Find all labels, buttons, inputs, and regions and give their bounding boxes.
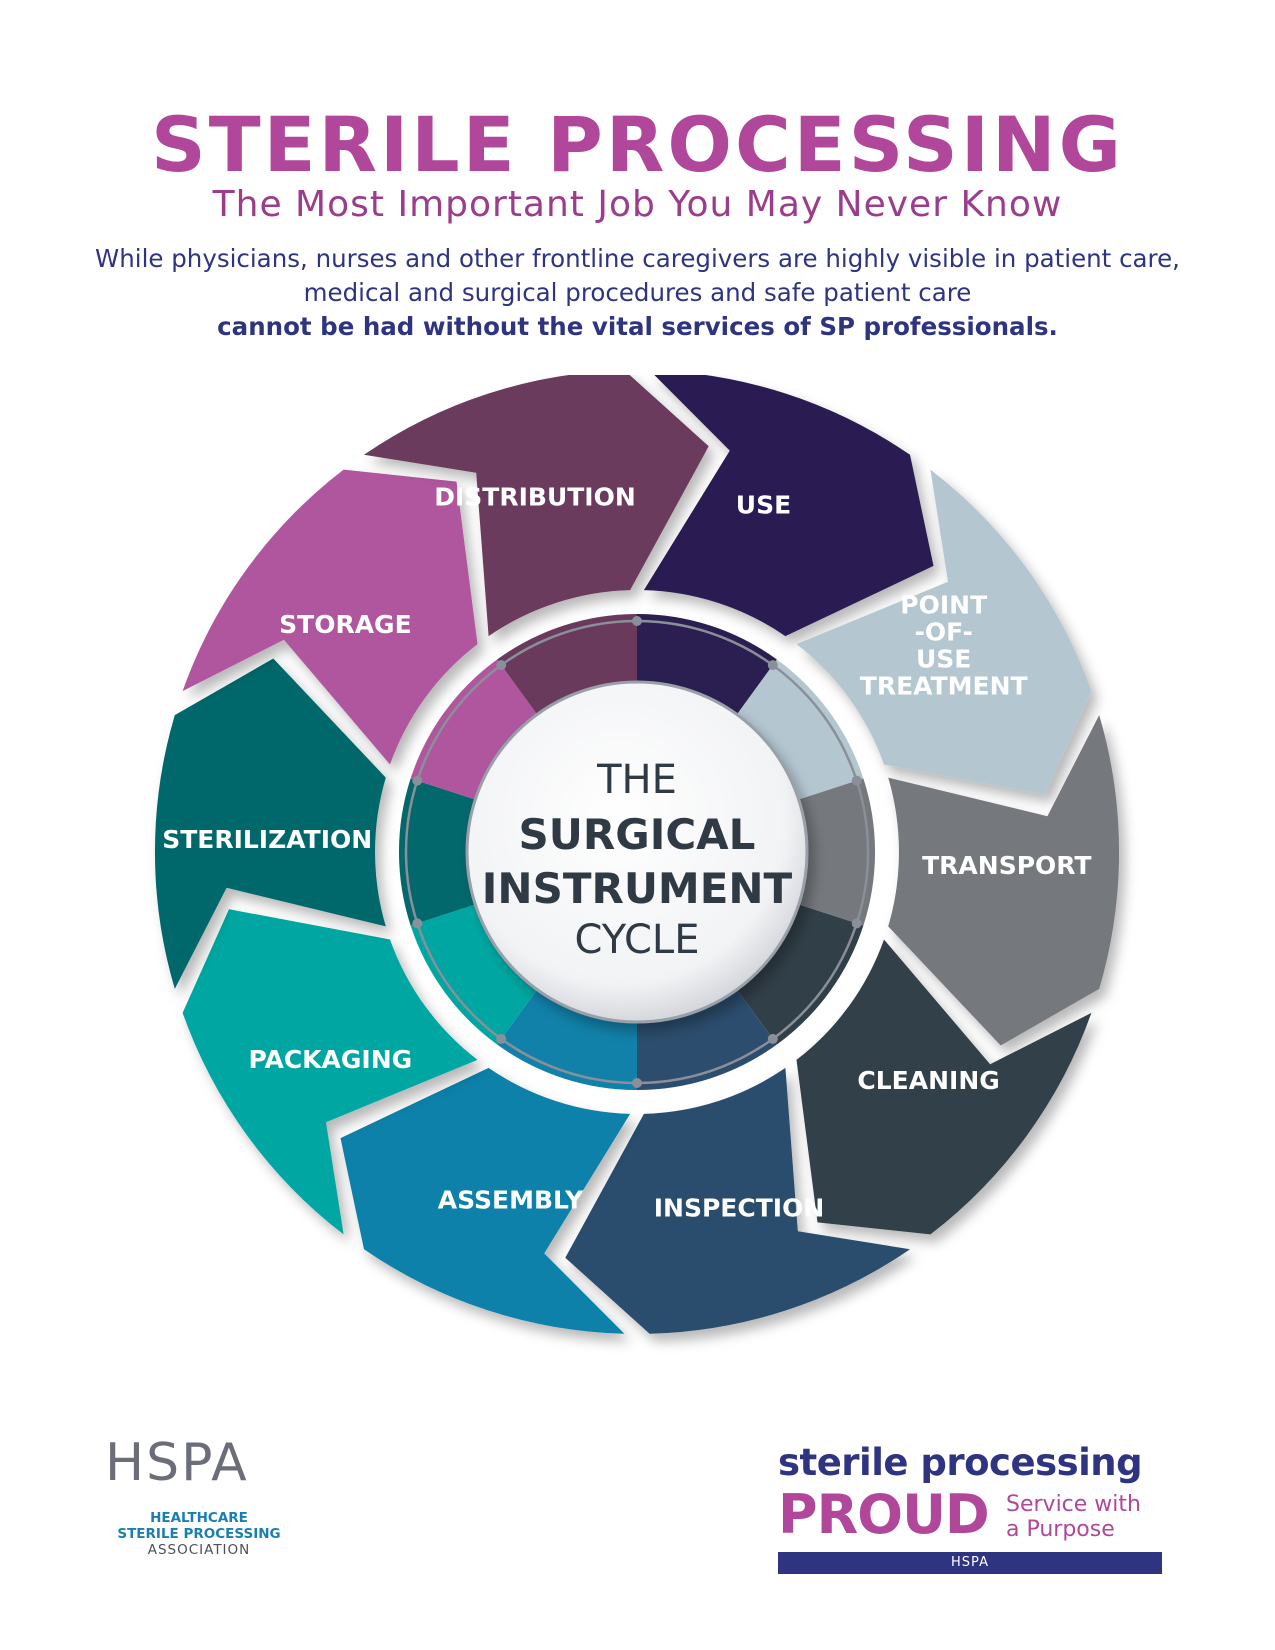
hspa-logo: HSPA bbox=[105, 1435, 305, 1491]
segment-use bbox=[643, 375, 934, 637]
ring-dot bbox=[851, 918, 862, 929]
segment-inspection bbox=[565, 1067, 910, 1334]
ring-wedge-transport bbox=[796, 778, 876, 926]
proud-logo-line: sterile processing bbox=[778, 1441, 1143, 1484]
sterile-processing-proud-logo: sterile processing PROUD Service with a … bbox=[778, 1441, 1168, 1574]
ring-dot bbox=[632, 1078, 642, 1088]
step-label-line: ASSEMBLY bbox=[438, 1186, 584, 1215]
segment-storage bbox=[182, 469, 478, 765]
surgical-instrument-cycle-diagram: THE SURGICAL INSTRUMENT CYCLE USEPOINT-O… bbox=[154, 375, 1120, 1334]
segment-packaging bbox=[182, 909, 478, 1235]
hspa-line-healthcare: HEALTHCARE bbox=[150, 1510, 248, 1526]
step-label-assembly: ASSEMBLY bbox=[438, 1186, 584, 1215]
step-label-line: STERILIZATION bbox=[162, 825, 372, 854]
ring-wedge-distribution bbox=[497, 614, 637, 717]
intro-text: While physicians, nurses and other front… bbox=[95, 244, 1180, 307]
hub-line-instrument: INSTRUMENT bbox=[482, 864, 793, 913]
proud-logo-row: PROUD Service with a Purpose bbox=[778, 1484, 1168, 1546]
ring-wedge-assembly bbox=[497, 987, 637, 1090]
ring-dot bbox=[496, 1033, 507, 1044]
ring-dot bbox=[767, 660, 778, 671]
hspa-wordmark: HSPA bbox=[105, 1433, 249, 1493]
ring-dot bbox=[632, 616, 642, 626]
segment-sterilization bbox=[154, 658, 386, 989]
step-label-line: -OF- bbox=[915, 618, 973, 647]
proud-tagline-2: a Purpose bbox=[1006, 1517, 1115, 1542]
ring-wedge-point-of-use-treatment bbox=[735, 659, 864, 801]
ring-wedge-storage bbox=[410, 659, 539, 801]
step-label-transport: TRANSPORT bbox=[922, 851, 1091, 880]
ring-dots bbox=[412, 616, 862, 1088]
hub-line-cycle: CYCLE bbox=[575, 917, 700, 963]
ring-dot bbox=[412, 775, 423, 786]
ring-wedge-inspection bbox=[637, 987, 777, 1090]
inner-color-ring bbox=[398, 614, 876, 1090]
page-title: STERILE PROCESSING bbox=[151, 100, 1124, 189]
step-label-line: CLEANING bbox=[857, 1066, 999, 1095]
step-label-line: STORAGE bbox=[279, 610, 412, 639]
step-label-cleaning: CLEANING bbox=[857, 1066, 999, 1095]
step-label-line: USE bbox=[736, 490, 791, 519]
step-label-line: INSPECTION bbox=[654, 1194, 825, 1223]
ring-dot bbox=[767, 1033, 778, 1044]
hspa-line-sterile: STERILE PROCESSING bbox=[117, 1526, 281, 1542]
ring-dot bbox=[851, 775, 862, 786]
step-label-storage: STORAGE bbox=[279, 610, 412, 639]
intro-paragraph: While physicians, nurses and other front… bbox=[80, 242, 1195, 344]
ring-wedge-cleaning bbox=[735, 903, 864, 1045]
proud-word: PROUD bbox=[778, 1483, 990, 1546]
intro-bold-text: cannot be had without the vital services… bbox=[217, 312, 1058, 341]
page-subtitle: The Most Important Job You May Never Kno… bbox=[212, 184, 1063, 225]
proud-tagline: Service with a Purpose bbox=[1006, 1492, 1141, 1542]
segment-assembly bbox=[340, 1067, 631, 1334]
ring-dot bbox=[412, 918, 423, 929]
step-label-line: TREATMENT bbox=[860, 672, 1028, 701]
proud-tagline-1: Service with bbox=[1006, 1492, 1141, 1517]
hub-line-the: THE bbox=[596, 757, 677, 803]
segment-transport bbox=[888, 715, 1120, 1046]
cycle-segments bbox=[154, 375, 1120, 1334]
hspa-association-text: HEALTHCARE STERILE PROCESSING ASSOCIATIO… bbox=[104, 1510, 294, 1558]
segment-cleaning bbox=[796, 939, 1092, 1235]
step-label-sterilization: STERILIZATION bbox=[162, 825, 372, 854]
segment-point-of-use-treatment bbox=[796, 469, 1092, 795]
step-label-line: PACKAGING bbox=[248, 1045, 412, 1074]
ring-dot bbox=[496, 660, 507, 671]
hspa-line-association: ASSOCIATION bbox=[147, 1542, 251, 1558]
hub-line-surgical: SURGICAL bbox=[519, 810, 756, 859]
step-label-packaging: PACKAGING bbox=[248, 1045, 412, 1074]
step-label-line: POINT bbox=[900, 591, 987, 620]
proud-hspa-bar: HSPA bbox=[778, 1552, 1162, 1574]
step-label-line: DISTRIBUTION bbox=[434, 482, 636, 511]
hub-text: THE SURGICAL INSTRUMENT CYCLE bbox=[482, 757, 793, 963]
step-label-distribution: DISTRIBUTION bbox=[434, 482, 636, 511]
step-label-use: USE bbox=[736, 490, 791, 519]
ring-wedge-use bbox=[637, 614, 777, 717]
ring-wedge-packaging bbox=[410, 903, 539, 1045]
step-label-line: TRANSPORT bbox=[922, 851, 1091, 880]
segment-distribution bbox=[364, 375, 709, 637]
ring-wedge-sterilization bbox=[398, 778, 478, 926]
hub-circle bbox=[465, 680, 809, 1024]
step-label-inspection: INSPECTION bbox=[654, 1194, 825, 1223]
step-label-line: USE bbox=[916, 645, 971, 674]
